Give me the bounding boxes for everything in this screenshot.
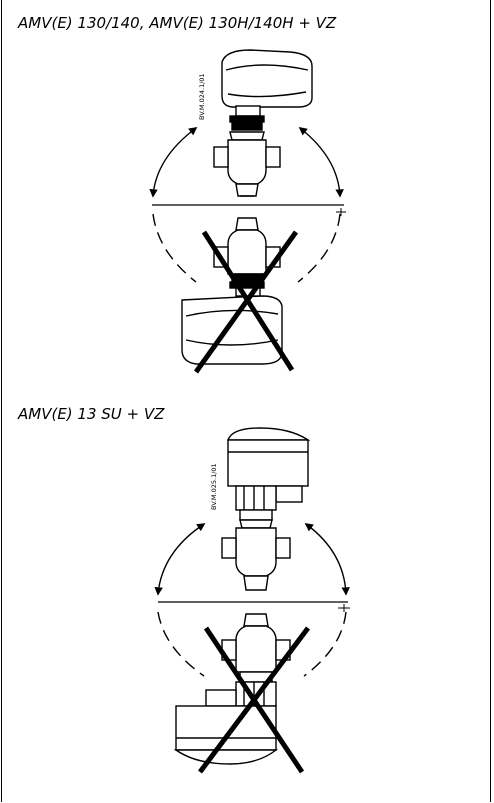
- actuator-inverted-1: [181, 287, 283, 365]
- prohibited-cross-1: [193, 230, 299, 374]
- prohibited-cross-2: [198, 626, 310, 774]
- section-2-diagram: [154, 427, 350, 774]
- dashed-arc-left-2: [157, 611, 205, 677]
- rotation-arrow-left-1: [149, 126, 198, 198]
- actuator-upright-1: [221, 49, 313, 131]
- section-1-diagram: [149, 49, 346, 374]
- valve-inverted-1: [213, 217, 281, 289]
- dashed-arc-left-1: [152, 213, 197, 283]
- valve-upright-1: [213, 131, 281, 197]
- rotation-arrow-right-2: [304, 523, 350, 596]
- rotation-arrow-left-2: [154, 523, 206, 596]
- rotation-arrow-right-1: [298, 126, 344, 198]
- section-2-caption: AMV(E) 13 SU + VZ: [18, 405, 165, 423]
- dashed-arc-right-1: [297, 213, 341, 283]
- actuator-upright-2: [227, 427, 311, 521]
- dashed-arc-right-2: [303, 611, 347, 677]
- valve-upright-2: [221, 519, 291, 591]
- section-1-caption: AMV(E) 130/140, AMV(E) 130H/140H + VZ: [18, 14, 337, 32]
